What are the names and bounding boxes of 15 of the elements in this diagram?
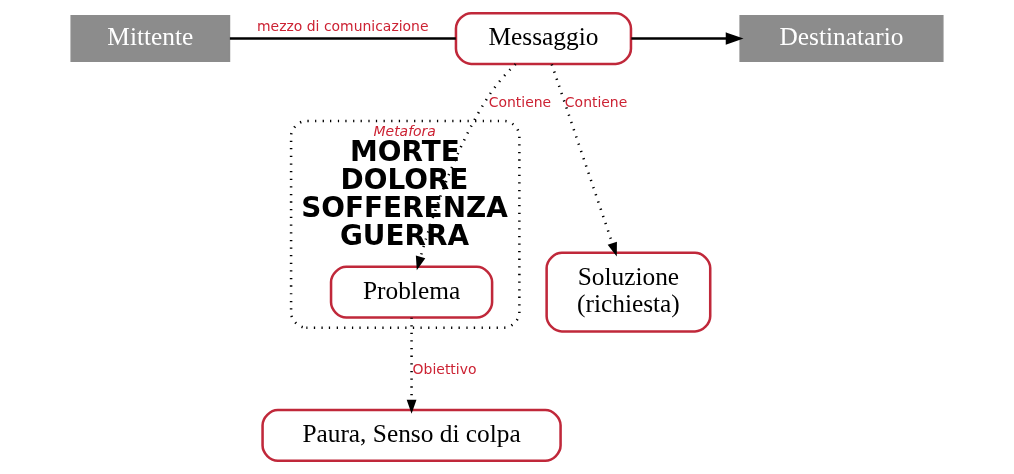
edge-label: Contiene [488,93,552,110]
edge-label: Contiene [564,93,628,110]
edge-label: Obiettivo [412,361,477,378]
edge-label: mezzo di comunicazione [257,17,429,34]
node-box: Paura, Senso di colpa [261,408,562,463]
node-box: Soluzione (richiesta) [545,251,712,333]
arrow [406,317,417,414]
node-box: Problema [329,265,494,319]
node-box: Messaggio [454,11,633,66]
node-box: Mittente [70,15,231,62]
arrow [631,32,744,45]
arrow [550,63,617,257]
connector [229,37,456,40]
arrow [415,63,517,271]
node-box: Destinatario [739,15,944,62]
